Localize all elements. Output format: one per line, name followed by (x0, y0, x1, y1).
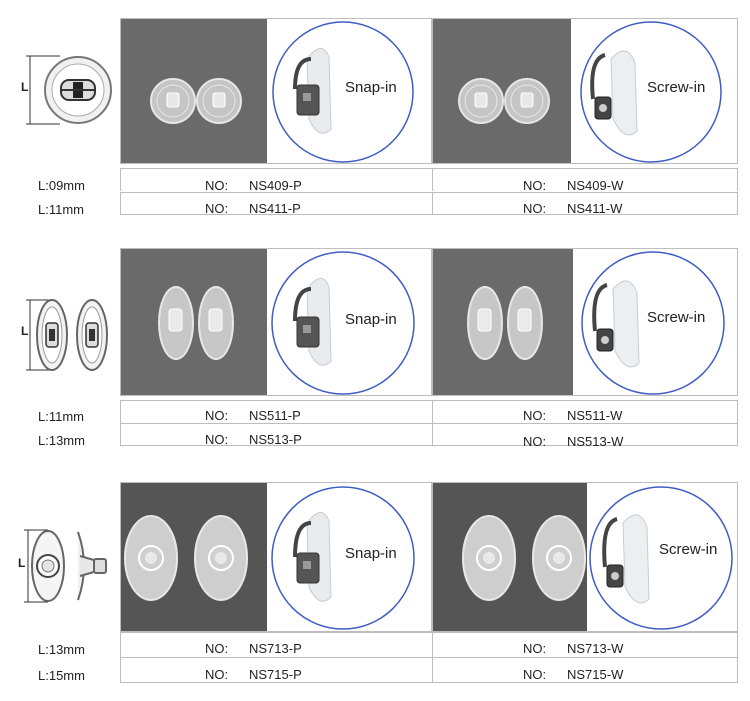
snap-in-closeup: Snap-in (267, 249, 431, 395)
no-label: NO: (205, 641, 229, 656)
screw-in-closeup: Screw-in (587, 483, 737, 631)
snap-in-label: Snap-in (345, 545, 397, 562)
product-code: NS411-P (249, 201, 301, 216)
product-code: NS411-W (567, 201, 623, 216)
pad-pair-photo-svg (124, 515, 248, 601)
length-label: L (18, 556, 26, 570)
table-row: NO: NS411-W (432, 192, 738, 216)
oval-pad-diagram: L (18, 296, 118, 376)
screw-in-label: Screw-in (647, 79, 706, 96)
pad-pair-photo-svg (150, 78, 242, 124)
screw-in-label: Screw-in (659, 541, 718, 558)
product-code: NS511-W (567, 408, 623, 423)
table-row: NO: NS409-P (120, 168, 432, 193)
flat-oval-pad-diagram: L (18, 526, 118, 606)
pad-pair-photo-svg (462, 515, 586, 601)
flat-oval-pad-diagram-svg (24, 529, 107, 603)
product-code: NS713-W (567, 641, 624, 656)
product-photo (433, 19, 573, 163)
product-code: NS409-P (249, 178, 302, 193)
product-code: NS715-W (567, 667, 624, 682)
snap-in-panel: Snap-in (120, 18, 432, 164)
size-label: L:11mm (38, 202, 84, 217)
screw-in-panel: Screw-in (432, 482, 738, 632)
no-label: NO: (205, 201, 229, 216)
product-code: NS715-P (249, 667, 302, 682)
no-label: NO: (205, 408, 229, 423)
table-row: NO: NS511-W (432, 400, 738, 423)
size-label: L:11mm (38, 409, 84, 424)
product-photo (433, 483, 589, 631)
product-photo (121, 19, 269, 163)
length-label: L (21, 324, 29, 338)
no-label: NO: (523, 434, 547, 449)
size-label: L:09mm (38, 178, 85, 193)
no-label: NO: (523, 178, 547, 193)
product-code: NS513-P (249, 432, 302, 447)
snap-in-closeup: Snap-in (267, 483, 431, 631)
screw-in-closeup: Screw-in (571, 19, 737, 163)
round-pad-diagram: L (18, 52, 118, 132)
snap-in-label: Snap-in (345, 311, 397, 328)
table-row: NO: NS715-W (432, 657, 738, 683)
snap-in-closeup-svg (271, 251, 415, 395)
pad-pair-photo-svg (467, 286, 543, 360)
screw-in-closeup-svg (580, 21, 722, 163)
product-code: NS409-W (567, 178, 624, 193)
table-row: NO: NS513-W (432, 423, 738, 449)
table-row: NO: NS511-P (120, 400, 432, 423)
screw-in-closeup-svg (581, 251, 725, 395)
size-label: L:13mm (38, 433, 85, 448)
table-row: NO: NS715-P (120, 657, 432, 683)
product-photo (121, 249, 269, 395)
no-label: NO: (205, 178, 229, 193)
no-label: NO: (523, 667, 547, 682)
product-code: NS511-P (249, 408, 301, 423)
screw-in-closeup: Screw-in (573, 249, 737, 395)
snap-in-label: Snap-in (345, 79, 397, 96)
screw-in-label: Screw-in (647, 309, 706, 326)
product-photo (433, 249, 575, 395)
pad-pair-photo-svg (158, 286, 234, 360)
screw-in-panel: Screw-in (432, 248, 738, 396)
length-label: L (21, 80, 29, 94)
snap-in-closeup-svg (272, 21, 414, 163)
table-row: NO: NS409-W (432, 168, 738, 193)
table-row: NO: NS713-W (432, 632, 738, 657)
snap-in-panel: Snap-in (120, 248, 432, 396)
table-row: NO: NS713-P (120, 632, 432, 657)
table-row: NO: NS513-P (120, 423, 432, 447)
pad-pair-photo-svg (458, 78, 550, 124)
screw-in-panel: Screw-in (432, 18, 738, 164)
product-photo (121, 483, 269, 631)
snap-in-closeup: Snap-in (267, 19, 431, 163)
oval-pad-diagram-svg (26, 299, 108, 371)
size-label: L:13mm (38, 642, 85, 657)
snap-in-closeup-svg (271, 486, 415, 630)
size-label: L:15mm (38, 668, 85, 683)
screw-in-closeup-svg (589, 486, 733, 630)
no-label: NO: (205, 432, 229, 447)
snap-in-panel: Snap-in (120, 482, 432, 632)
product-code: NS513-W (567, 434, 624, 449)
no-label: NO: (205, 667, 229, 682)
no-label: NO: (523, 201, 547, 216)
round-pad-diagram-svg (26, 55, 112, 125)
product-code: NS713-P (249, 641, 302, 656)
no-label: NO: (523, 641, 547, 656)
no-label: NO: (523, 408, 547, 423)
table-row: NO: NS411-P (120, 192, 432, 216)
